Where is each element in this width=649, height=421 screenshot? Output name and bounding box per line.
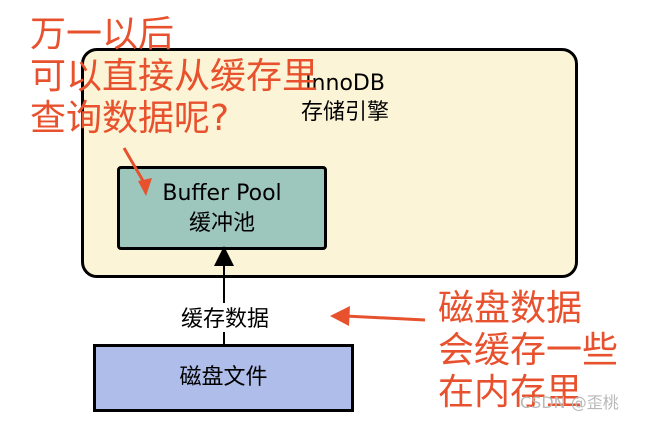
disk-file-box (93, 344, 354, 412)
top-annotation-arrow (122, 147, 152, 196)
annotation-right-line-1: 磁盘数据 (438, 288, 583, 329)
buffer-pool-title: Buffer Pool (162, 181, 282, 206)
annotation-right-line-2: 会缓存一些 (438, 330, 619, 371)
right-annotation-arrow (330, 306, 426, 326)
buffer-pool-box (117, 166, 327, 250)
annotation-top-line-3: 查询数据呢? (30, 98, 230, 139)
engine-subtitle: 存储引擎 (300, 100, 389, 125)
buffer-pool-subtitle: 缓冲池 (188, 211, 255, 236)
cache-data-label: 缓存数据 (180, 307, 269, 332)
annotation-top-line-2: 可以直接从缓存里 (30, 56, 319, 97)
annotation-right-line-3: 在内存里 (438, 372, 583, 413)
watermark: CSDN @歪桃 (520, 393, 619, 412)
annotation-top-line-1: 万一以后 (30, 14, 175, 55)
disk-file-title: 磁盘文件 (179, 365, 268, 390)
engine-title: InnoDB (305, 71, 385, 96)
